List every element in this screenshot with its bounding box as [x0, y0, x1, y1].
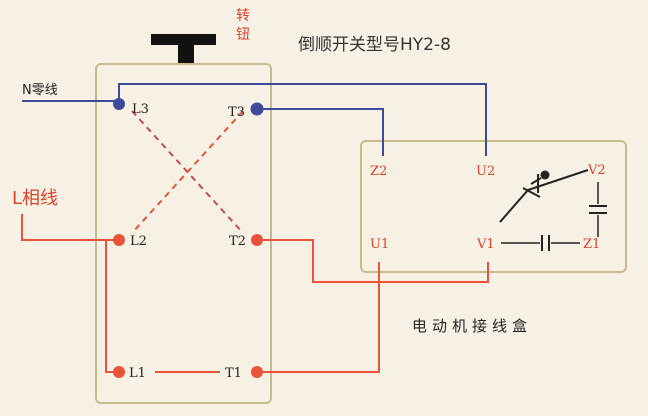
label-v2: V2	[587, 163, 606, 178]
label-l2: L2	[130, 234, 147, 249]
terminal-t1	[251, 366, 263, 378]
centrifugal-switch-weight	[540, 170, 550, 180]
label-u1: U1	[370, 237, 389, 252]
terminal-l2	[113, 234, 125, 246]
label-v1: V1	[476, 237, 495, 252]
centrifugal-switch-bar	[522, 187, 541, 198]
switch-knob-stem	[178, 44, 194, 63]
terminal-l1	[113, 366, 125, 378]
label-t3: T3	[228, 105, 245, 120]
terminal-t3	[250, 102, 264, 116]
motor-junction-box	[360, 140, 627, 273]
label-z1: Z1	[583, 237, 600, 252]
wire-t1-u1	[259, 262, 380, 373]
switch-body	[95, 63, 272, 404]
label-t2: T2	[229, 234, 246, 249]
label-t1: T1	[225, 366, 242, 381]
diagram-title: 倒顺开关型号HY2-8	[298, 35, 451, 55]
label-u2: U2	[476, 164, 495, 179]
label-l3: L3	[132, 102, 149, 117]
centrifugal-switch-link	[530, 177, 542, 185]
terminal-l3	[113, 98, 125, 110]
switch-knob-bar	[151, 34, 216, 45]
wire-t2-v1	[259, 239, 489, 283]
knob-label-char-1: 转	[236, 8, 250, 24]
label-z2: Z2	[370, 164, 387, 179]
phase-wire-in	[21, 214, 119, 241]
terminal-t2	[251, 234, 263, 246]
switch-link-t3-l2	[131, 110, 244, 234]
knob-label-char-2: 钮	[236, 27, 250, 43]
wire-t3-z2	[259, 108, 384, 156]
neutral-label: N零线	[22, 83, 58, 98]
label-l1: L1	[129, 366, 146, 381]
phase-label: L相线	[12, 188, 58, 209]
wire-l3-u2	[118, 83, 487, 156]
junction-box-label: 电动机接线盒	[412, 317, 532, 335]
